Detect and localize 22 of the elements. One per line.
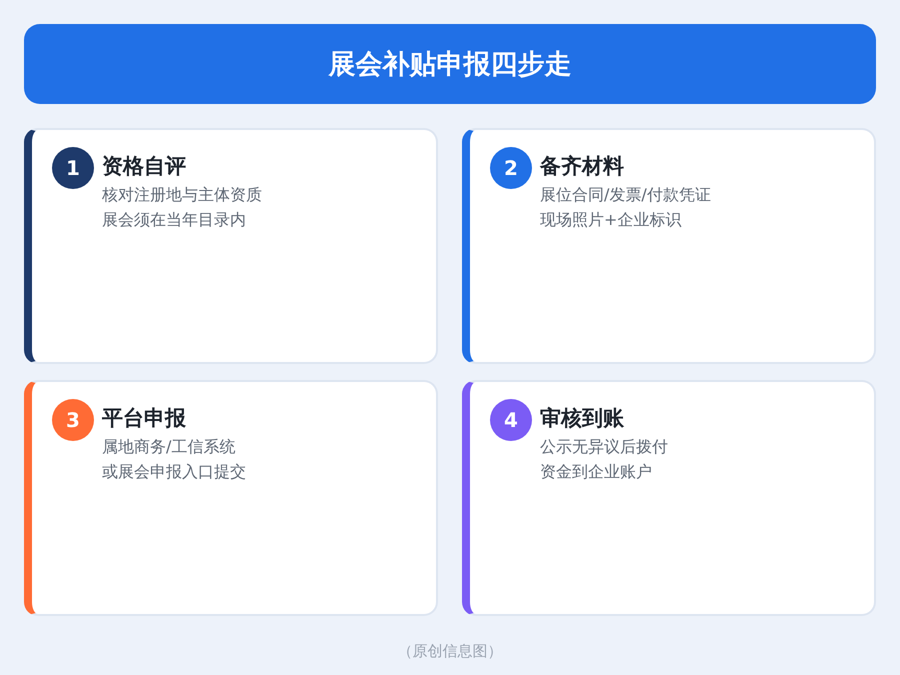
step-number-badge: 2	[490, 147, 532, 189]
step-card	[24, 128, 438, 364]
step-heading: 平台申报	[102, 405, 186, 432]
step-heading: 备齐材料	[540, 153, 624, 180]
step-number-badge: 1	[52, 147, 94, 189]
title-banner: 展会补贴申报四步走	[24, 24, 876, 104]
step-heading: 资格自评	[102, 153, 186, 180]
step-number-badge: 4	[490, 399, 532, 441]
caption-text: （原创信息图）	[398, 642, 502, 661]
step-heading: 审核到账	[540, 405, 624, 432]
step-card	[462, 128, 876, 364]
step-description: 展会须在当年目录内	[102, 210, 246, 231]
step-card	[462, 380, 876, 616]
step-description: 或展会申报入口提交	[102, 462, 246, 483]
step-description: 现场照片+企业标识	[540, 210, 682, 231]
step-card	[24, 380, 438, 616]
step-description: 核对注册地与主体资质	[102, 185, 262, 206]
step-number-badge: 3	[52, 399, 94, 441]
step-description: 属地商务/工信系统	[102, 437, 236, 458]
step-description: 资金到企业账户	[540, 462, 652, 483]
step-description: 公示无异议后拨付	[540, 437, 668, 458]
step-description: 展位合同/发票/付款凭证	[540, 185, 711, 206]
